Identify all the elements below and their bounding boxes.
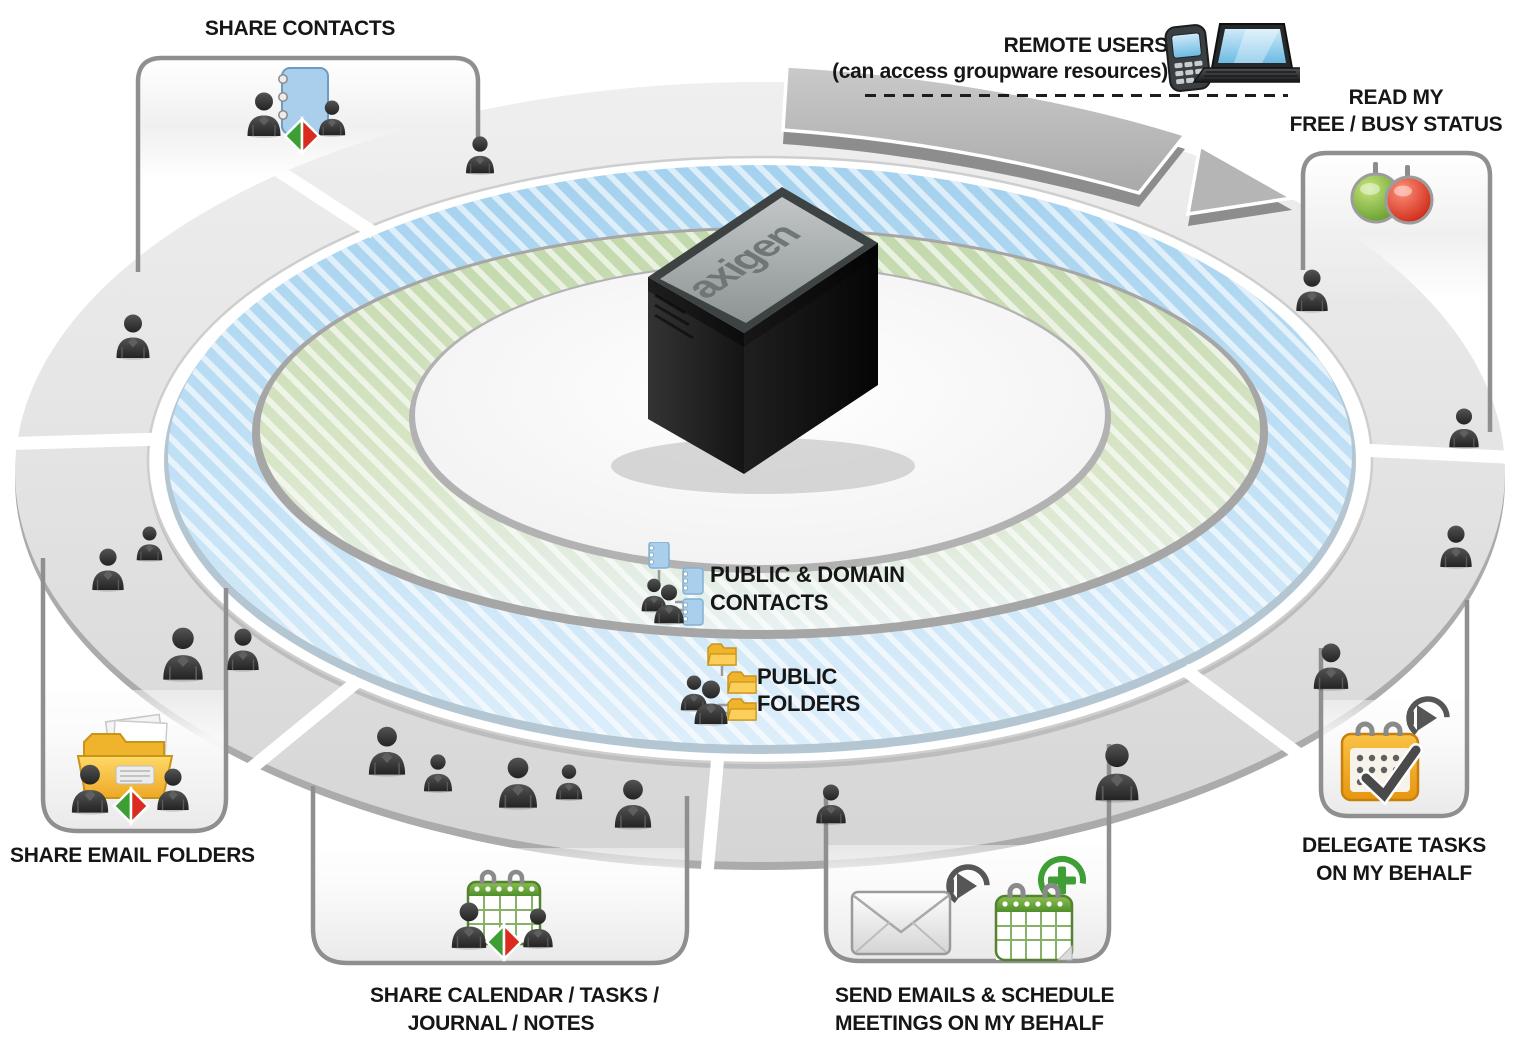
public-folders-icon	[678, 643, 760, 732]
remote-users-band	[781, 64, 1298, 226]
pf-line1: PUBLIC	[757, 664, 838, 689]
share-contacts-label: SHARE CONTACTS	[150, 15, 450, 42]
callout-frame-delegate-tasks	[1318, 600, 1470, 819]
send-email-and-calendar-add-icons	[844, 852, 1096, 972]
callout-frame-share-email-folders	[40, 558, 229, 834]
delegate-tasks-label: DELEGATE TASKS ON MY BEHALF	[1285, 832, 1503, 888]
public-contacts-icon	[637, 541, 709, 637]
send-emails-line1: SEND EMAILS & SCHEDULE	[835, 984, 1115, 1007]
free-busy-indicators-icon	[1346, 162, 1442, 233]
callout-frame-read-free-busy	[1300, 150, 1493, 432]
callout-frames	[40, 55, 1493, 966]
pdc-line2: CONTACTS	[710, 590, 829, 615]
share-email-folders-text: SHARE EMAIL FOLDERS	[10, 844, 255, 867]
send-emails-label: SEND EMAILS & SCHEDULE MEETINGS ON MY BE…	[835, 982, 1115, 1038]
axigen-server-cube: axigen	[611, 187, 915, 494]
callout-frame-send-emails	[823, 744, 1112, 964]
smartphone-laptop-icon	[1160, 20, 1312, 109]
remote-users-label: REMOTE USERS (can access groupware resou…	[800, 33, 1168, 85]
share-calendar-line1: SHARE CALENDAR / TASKS /	[370, 984, 659, 1007]
delegate-line1: DELEGATE TASKS	[1301, 834, 1487, 857]
pdc-line1: PUBLIC & DOMAIN	[710, 562, 905, 587]
remote-users-dashed-line	[865, 94, 1288, 97]
share-calendar-line2: JOURNAL / NOTES	[407, 1012, 595, 1035]
callout-frame-share-contacts	[135, 55, 481, 272]
callout-frame-share-calendar	[310, 786, 690, 966]
shared-email-folder-icon	[68, 712, 196, 837]
shared-calendar-icon	[448, 866, 560, 973]
public-folders-label: PUBLIC FOLDERS	[757, 663, 860, 717]
envelope-forward-icon	[850, 859, 995, 956]
task-calendar-forward-icon	[1336, 692, 1458, 815]
calendar-add-icon	[994, 856, 1086, 962]
ring-segment-gaps	[0, 158, 1526, 874]
send-emails-line2: MEETINGS ON MY BEHALF	[835, 1012, 1104, 1035]
public-domain-contacts-label: PUBLIC & DOMAIN CONTACTS	[710, 561, 905, 617]
share-contacts-text: SHARE CONTACTS	[204, 17, 396, 40]
delegate-line2: ON MY BEHALF	[1316, 862, 1472, 885]
share-calendar-label: SHARE CALENDAR / TASKS / JOURNAL / NOTES	[370, 982, 659, 1038]
read-free-busy-line1: READ MY	[1348, 86, 1444, 109]
share-email-folders-label: SHARE EMAIL FOLDERS	[10, 842, 255, 869]
read-free-busy-line2: FREE / BUSY STATUS	[1289, 113, 1503, 136]
shared-address-book-icon	[242, 66, 354, 163]
remote-users-title: REMOTE USERS	[1003, 34, 1169, 57]
remote-users-subtitle: (can access groupware resources)	[832, 60, 1168, 83]
read-free-busy-label: READ MY FREE / BUSY STATUS	[1265, 84, 1527, 138]
pf-line2: FOLDERS	[757, 691, 861, 716]
